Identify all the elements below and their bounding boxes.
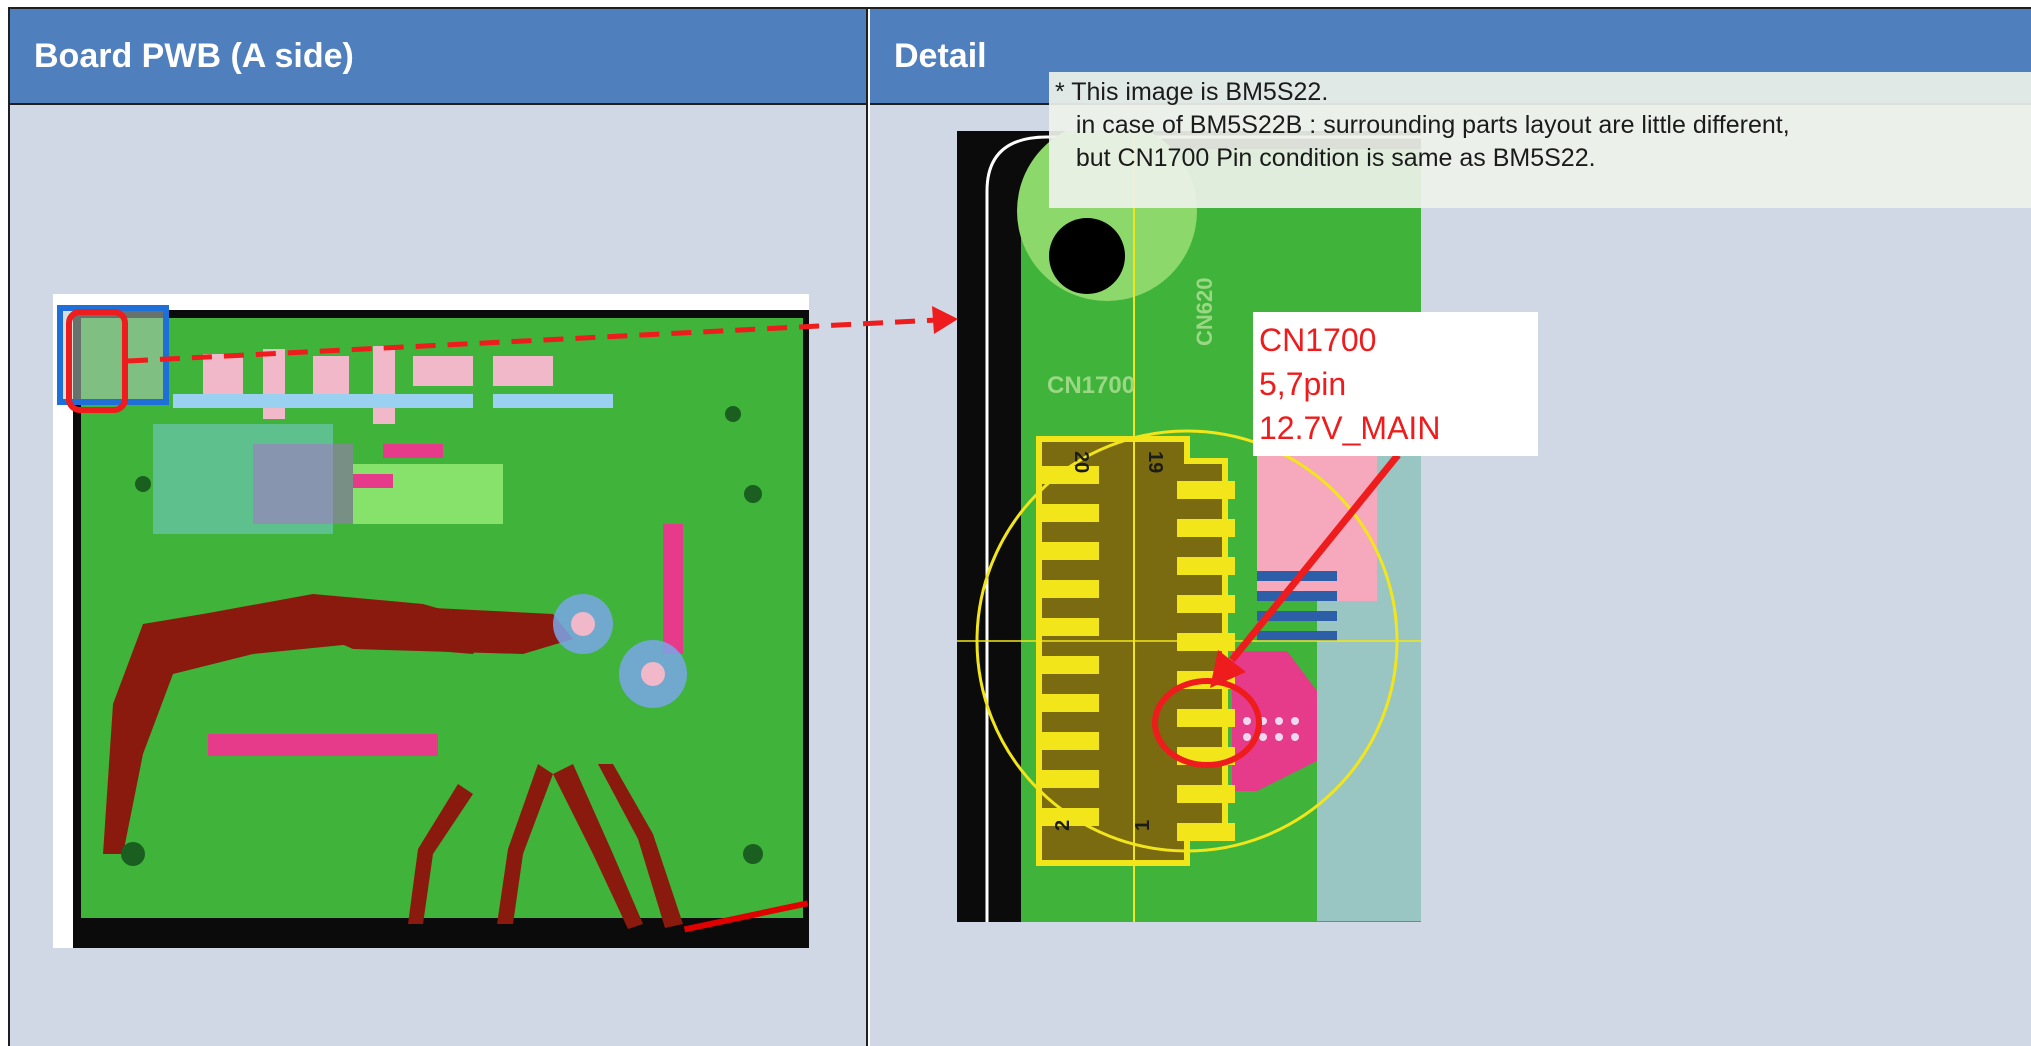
pin-1-label: 1 — [1132, 820, 1154, 831]
silk-cn620-label: CN620 — [1192, 278, 1217, 346]
pin-2-label: 2 — [1052, 820, 1074, 831]
callout-pins: 5,7pin — [1259, 366, 1347, 402]
model-note-line3: but CN1700 Pin condition is same as BM5S… — [1055, 144, 1596, 172]
cn1700-location-box — [66, 309, 128, 413]
callout-voltage: 12.7V_MAIN — [1259, 410, 1441, 446]
pin-5-7-highlight — [1152, 678, 1262, 768]
cn1700-callout: CN1700 5,7pin 12.7V_MAIN — [1253, 312, 1538, 456]
model-note: * This image is BM5S22. in case of BM5S2… — [1049, 72, 2031, 208]
header-detail-title: Detail — [894, 36, 987, 75]
board-overview-image — [53, 294, 809, 948]
callout-connector: CN1700 — [1259, 322, 1377, 358]
header-board-pwb-title: Board PWB (A side) — [34, 36, 354, 75]
model-note-line1: * This image is BM5S22. — [1055, 78, 1329, 106]
header-board-pwb: Board PWB (A side) — [10, 9, 868, 105]
pin-19-label: 19 — [1144, 451, 1166, 473]
cn1700-detail-image: CN1700 CN620 20 19 2 1 — [957, 131, 1421, 922]
model-note-line2: in case of BM5S22B : surrounding parts l… — [1055, 111, 1790, 139]
pin-20-label: 20 — [1070, 451, 1092, 473]
silk-cn1700-label: CN1700 — [1047, 372, 1135, 399]
